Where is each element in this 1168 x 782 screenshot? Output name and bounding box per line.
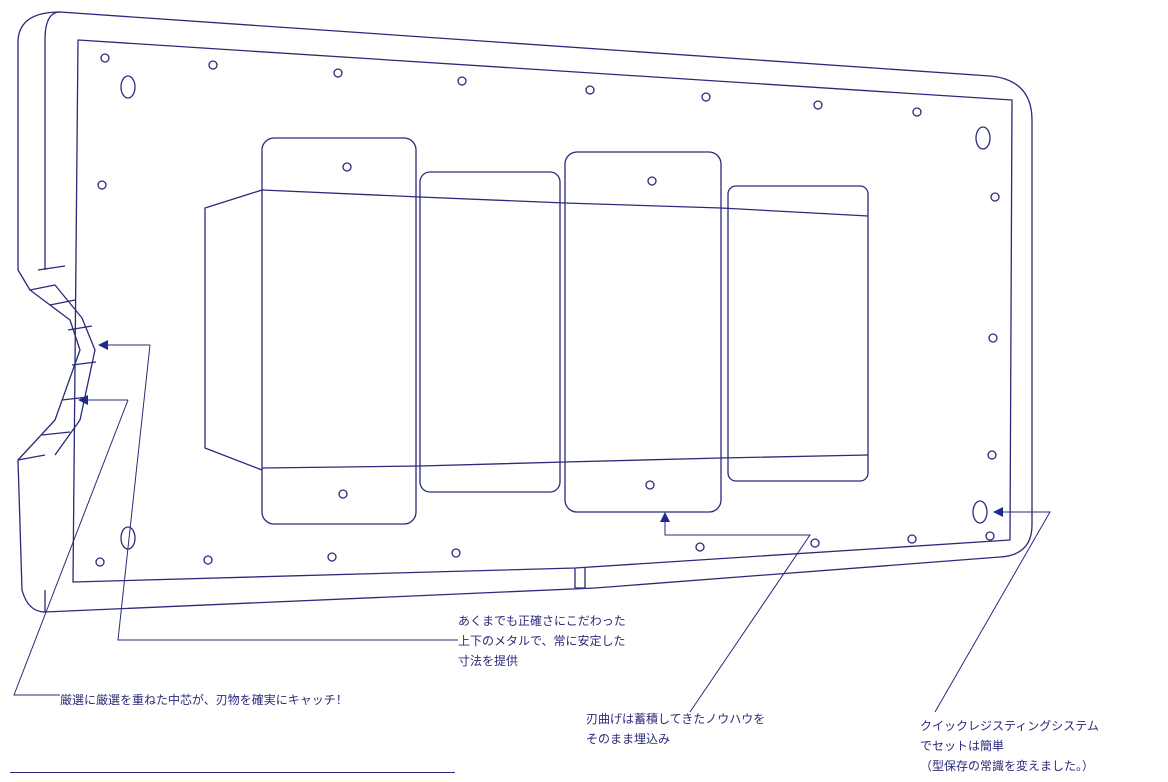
bottom-fold-line (261, 454, 869, 469)
callout-registration-line-3: （型保存の常識を変えました。） (920, 759, 1095, 773)
right-tall-panel (564, 151, 722, 513)
arrow-metal-plates (98, 340, 108, 350)
callout-core-line-1: 厳選に厳選を重ねた中芯が、刃物を確実にキャッチ！ (60, 693, 348, 707)
callout-registration-line-2: でセットは簡単 (920, 739, 1005, 753)
board-outline (17, 11, 1033, 613)
arrow-core (78, 395, 88, 405)
leader-registration (934, 511, 1051, 713)
arrow-registration (993, 507, 1003, 517)
pin-top-right (975, 126, 991, 150)
callout-metal-plates: あくまでも正確さにこだわった 上下のメタルで、常に安定した 寸法を提供 (458, 611, 626, 671)
left-flap (204, 189, 263, 471)
notch-facets (37, 265, 97, 436)
leader-metal-plates (105, 344, 458, 641)
callout-metal-plates-line-2: 上下のメタルで、常に安定した (458, 634, 626, 648)
callout-registration: クイックレジスティングシステム でセットは簡単 （型保存の常識を変えました。） (920, 716, 1099, 776)
board-edge (17, 11, 96, 612)
arrow-blade-bending (660, 512, 670, 522)
middle-short-panel (419, 171, 561, 493)
right-short-panel (727, 185, 869, 482)
callout-registration-line-1: クイックレジスティングシステム (920, 719, 1099, 733)
left-tall-panel (261, 137, 417, 525)
bottom-rule (10, 772, 455, 773)
pin-bottom-right (972, 500, 988, 524)
inner-border (72, 39, 1013, 583)
leader-blade-bending (664, 518, 811, 713)
callout-metal-plates-line-1: あくまでも正確さにこだわった (458, 614, 626, 628)
callout-core: 厳選に厳選を重ねた中芯が、刃物を確実にキャッチ！ (60, 690, 348, 710)
pin-top-left (120, 75, 136, 99)
callout-blade-bending: 刃曲げは蓄積してきたノウハウを そのまま埋込み (586, 709, 765, 749)
leader-core (13, 399, 129, 696)
top-fold-line (261, 189, 869, 217)
bottom-slit (574, 568, 586, 589)
callout-blade-bending-line-1: 刃曲げは蓄積してきたノウハウを (586, 712, 766, 726)
callout-blade-bending-line-2: そのまま埋込み (586, 732, 671, 746)
callout-metal-plates-line-3: 寸法を提供 (458, 654, 519, 668)
screw-holes (95, 53, 1000, 567)
